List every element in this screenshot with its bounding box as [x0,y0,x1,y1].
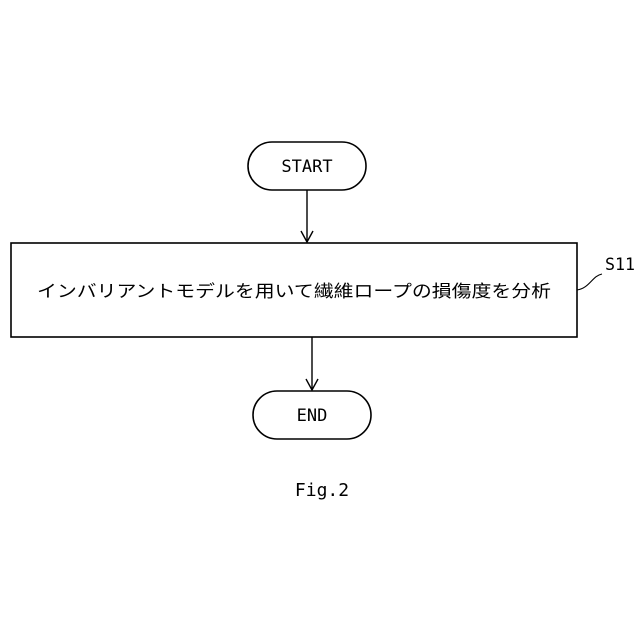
process-step-s11: インバリアントモデルを用いて繊維ロープの損傷度を分析 [11,243,577,337]
start-label: START [281,157,332,177]
end-label: END [297,406,328,426]
arrow-start-to-process [301,190,313,242]
end-terminal: END [253,391,371,439]
process-label: インバリアントモデルを用いて繊維ロープの損傷度を分析 [37,281,551,302]
start-terminal: START [248,142,366,190]
arrow-process-to-end [306,337,318,390]
step-leader-line [577,274,602,290]
step-reference-s11: S11 [577,255,635,290]
figure-caption: Fig.2 [295,480,349,501]
step-ref-label: S11 [605,255,635,275]
